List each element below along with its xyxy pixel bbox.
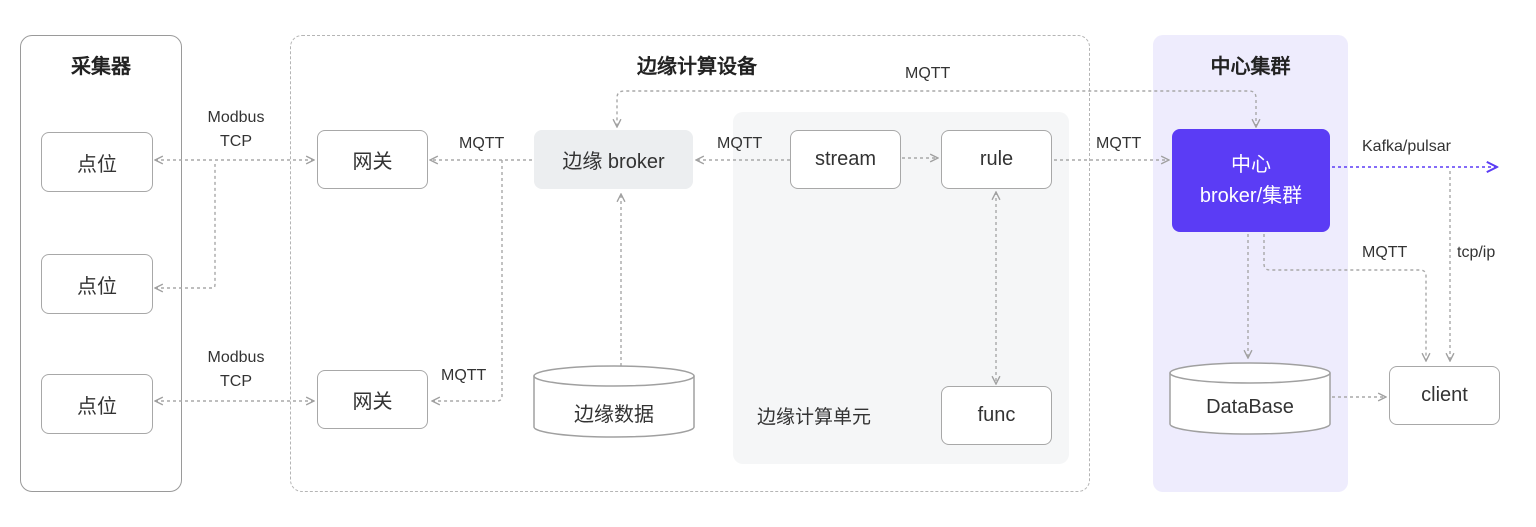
modbus-label-2: Modbus TCP: [186, 346, 286, 394]
modbus-label-2-line2: TCP: [220, 373, 252, 390]
edge-data-cylinder: [533, 365, 695, 438]
collector-group: [20, 35, 182, 492]
link-center-client: [1263, 234, 1426, 361]
point-node-3[interactable]: 点位: [41, 374, 153, 434]
point-node-2[interactable]: 点位: [41, 254, 153, 314]
edge-device-title: 边缘计算设备: [637, 56, 757, 78]
modbus-label-1: Modbus TCP: [186, 106, 286, 154]
link-point2-bus: [155, 164, 216, 288]
func-node[interactable]: func: [941, 386, 1052, 445]
modbus-label-2-line1: Modbus: [207, 349, 265, 366]
point-node-1[interactable]: 点位: [41, 132, 153, 192]
edge-compute-unit-title: 边缘计算单元: [757, 407, 872, 428]
link-center-edge: [617, 90, 1256, 127]
mqtt-label-rule-center: MQTT: [1096, 135, 1142, 152]
mqtt-label-gateway-1: MQTT: [459, 135, 505, 152]
link-broker-gateway2: [432, 160, 503, 401]
client-node[interactable]: client: [1389, 366, 1500, 425]
mqtt-label-center-client: MQTT: [1362, 244, 1408, 261]
center-broker-line1: 中心: [1231, 153, 1271, 176]
rule-node[interactable]: rule: [941, 130, 1052, 189]
modbus-label-1-line1: Modbus: [207, 109, 265, 126]
stream-node[interactable]: stream: [790, 130, 901, 189]
center-broker-node[interactable]: 中心 broker/集群: [1172, 129, 1330, 232]
mqtt-label-stream-broker: MQTT: [717, 135, 763, 152]
edge-device-group: [290, 35, 1090, 492]
tcp-ip-label: tcp/ip: [1457, 244, 1496, 261]
modbus-label-1-line2: TCP: [220, 133, 252, 150]
edge-broker-node[interactable]: 边缘 broker: [534, 130, 693, 189]
mqtt-label-gateway-2: MQTT: [441, 367, 487, 384]
database-label[interactable]: DataBase: [1206, 396, 1294, 418]
center-broker-line2: broker/集群: [1199, 184, 1303, 207]
center-cluster-title: 中心集群: [1210, 56, 1291, 78]
database-cylinder: [1169, 362, 1331, 435]
kafka-pulsar-label: Kafka/pulsar: [1362, 138, 1451, 155]
mqtt-label-center-edge: MQTT: [905, 65, 951, 82]
gateway-node-2[interactable]: 网关: [317, 370, 428, 429]
collector-title: 采集器: [71, 56, 131, 78]
edge-data-label[interactable]: 边缘数据: [574, 404, 654, 426]
gateway-node-1[interactable]: 网关: [317, 130, 428, 189]
